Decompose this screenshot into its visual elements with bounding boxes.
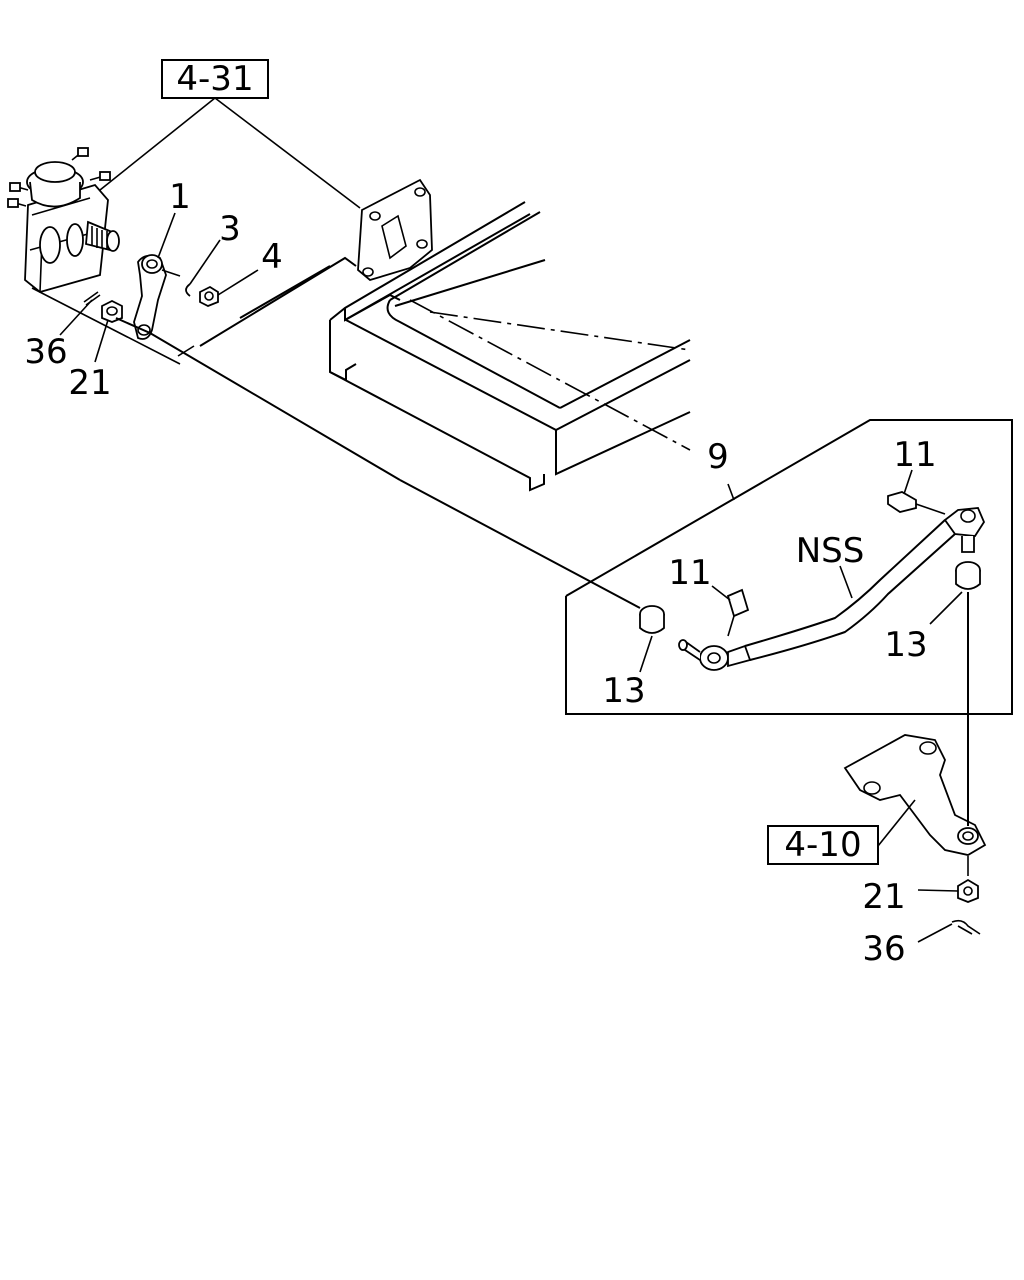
dust-boot-13-left xyxy=(639,605,665,634)
callout-3: 3 xyxy=(219,209,241,249)
link-line-left xyxy=(115,317,401,481)
callout-36-right: 36 xyxy=(862,929,905,969)
leader-3 xyxy=(189,239,221,285)
snap-ring xyxy=(185,283,191,297)
callout-1: 1 xyxy=(169,177,191,217)
castle-nut-21-left xyxy=(101,299,123,323)
callout-nss: NSS xyxy=(796,531,865,571)
callout-11-left: 11 xyxy=(668,553,711,593)
leader-4-10 xyxy=(877,799,916,847)
drag-link-rod xyxy=(744,519,956,661)
chassis-frame xyxy=(177,201,691,492)
leader-4 xyxy=(217,269,259,296)
pitman-arm xyxy=(133,254,181,340)
idler-arm xyxy=(843,734,987,856)
steering-gear-box xyxy=(7,147,120,293)
leader-4-31-left xyxy=(99,97,216,191)
callout-36-left: 36 xyxy=(24,332,67,372)
callout-21-right: 21 xyxy=(862,877,905,917)
callout-13-left: 13 xyxy=(602,671,645,711)
ref-box-4-10-label: 4-10 xyxy=(784,825,861,865)
callout-11-right: 11 xyxy=(893,435,936,475)
callout-4: 4 xyxy=(261,237,283,277)
leader-11-right xyxy=(903,469,913,495)
frame-bracket xyxy=(357,178,433,282)
dust-boot-13-right xyxy=(955,561,981,590)
leader-13-left xyxy=(639,635,653,673)
leader-13-right xyxy=(929,591,963,625)
leader-36-right xyxy=(917,923,953,943)
leader-9 xyxy=(727,483,735,501)
cotter-pin-36-right xyxy=(951,919,981,935)
leader-nss xyxy=(839,565,853,599)
grease-nipple-left xyxy=(726,588,750,637)
leader-1 xyxy=(157,212,176,259)
assembly-panel xyxy=(565,419,1013,715)
grease-nipple-right xyxy=(887,491,946,515)
ref-box-4-31-label: 4-31 xyxy=(176,59,253,99)
leader-21-right xyxy=(917,889,959,892)
callout-9: 9 xyxy=(707,437,729,477)
ball-joint-left xyxy=(678,639,752,671)
leader-4-31-right xyxy=(214,97,361,209)
ref-box-4-10[interactable]: 4-10 xyxy=(767,825,879,865)
link-line-mid xyxy=(399,479,641,609)
callout-13-right: 13 xyxy=(884,625,927,665)
nut-4 xyxy=(199,285,219,307)
leader-21-left xyxy=(94,319,109,363)
leader-36-left xyxy=(59,299,93,336)
leader-11-left xyxy=(711,585,731,601)
castle-nut-21-right xyxy=(957,878,979,903)
callout-21-left: 21 xyxy=(68,363,111,403)
ball-joint-right xyxy=(943,507,986,553)
cotter-pin-36-left xyxy=(83,291,101,306)
ref-box-4-31[interactable]: 4-31 xyxy=(161,59,269,99)
